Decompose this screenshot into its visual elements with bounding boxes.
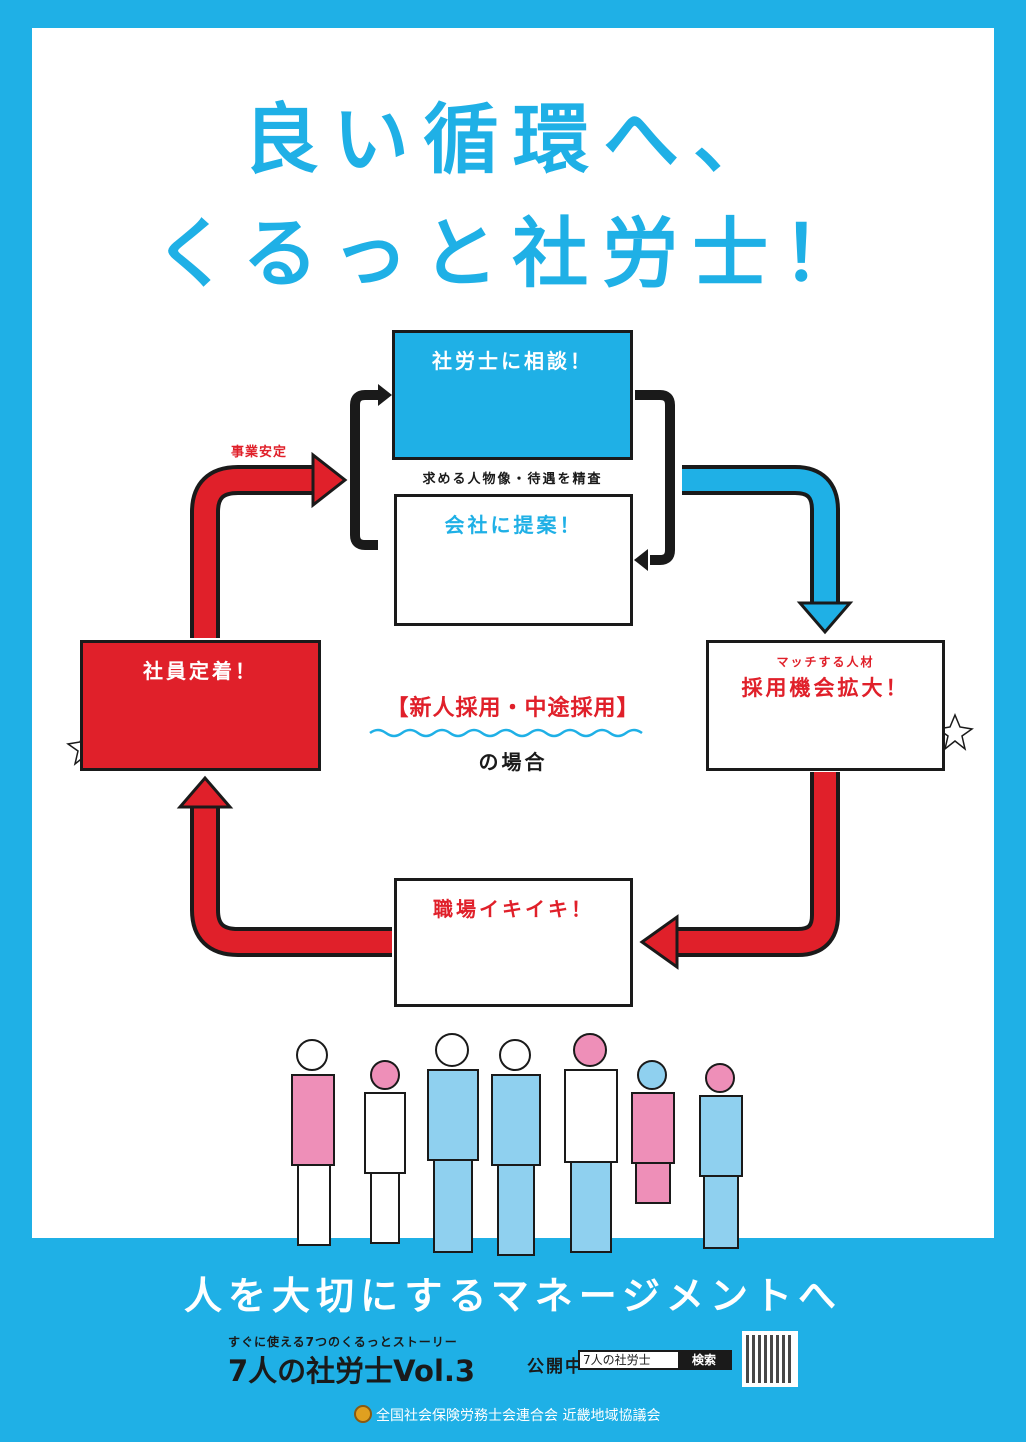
organization-name: 全国社会保険労務士会連合会 近畿地域協議会 bbox=[376, 1408, 661, 1424]
workplace-label: 職場イキイキ！ bbox=[433, 897, 594, 921]
loop-arrow-left bbox=[350, 390, 378, 550]
tagline: 人を大切にするマネージメントへ bbox=[183, 1274, 843, 1318]
headline-line2: くるっと社労士！ bbox=[153, 209, 873, 298]
stability-label: 事業安定 bbox=[231, 445, 288, 460]
retention-label: 社員定着！ bbox=[143, 659, 258, 683]
panel-workplace: 職場イキイキ！ bbox=[394, 878, 633, 1007]
wavy-underline bbox=[369, 728, 643, 738]
qr-code[interactable] bbox=[742, 1331, 798, 1387]
review-caption: 求める人物像・待遇を精査 bbox=[422, 472, 603, 487]
panel-propose: 会社に提案！ bbox=[394, 494, 633, 626]
search-box[interactable]: 7人の社労士 検索 bbox=[578, 1350, 732, 1370]
person-5 bbox=[564, 1033, 618, 1253]
search-input[interactable]: 7人の社労士 bbox=[583, 1353, 651, 1367]
panel-hiring: マッチする人材 採用機会拡大！ bbox=[706, 640, 945, 771]
search-button[interactable]: 検索 bbox=[678, 1352, 730, 1368]
series-title: 7人の社労士Vol.3 bbox=[228, 1354, 476, 1388]
status-label: 公開中 bbox=[527, 1357, 584, 1377]
propose-label: 会社に提案！ bbox=[444, 513, 583, 537]
consult-label: 社労士に相談！ bbox=[432, 349, 593, 373]
loop-arrow-right bbox=[635, 390, 675, 565]
person-6 bbox=[631, 1060, 675, 1204]
person-1 bbox=[291, 1039, 335, 1246]
panel-retention: 社員定着！ bbox=[80, 640, 321, 771]
person-3 bbox=[427, 1033, 479, 1253]
case-label: 【新人採用・中途採用】 bbox=[386, 696, 640, 721]
hiring-label: 採用機会拡大！ bbox=[741, 676, 910, 700]
organization-emblem-icon bbox=[354, 1405, 372, 1423]
headline-line1: 良い循環へ、 bbox=[243, 95, 783, 184]
hiring-sub-label: マッチする人材 bbox=[776, 655, 875, 669]
panel-consult: 社労士に相談！ bbox=[392, 330, 633, 460]
person-7 bbox=[699, 1063, 743, 1249]
person-4 bbox=[491, 1039, 541, 1256]
series-subtitle: すぐに使える7つのくるっとストーリー bbox=[228, 1335, 458, 1349]
case-suffix: の場合 bbox=[478, 750, 548, 774]
person-2 bbox=[364, 1060, 406, 1244]
